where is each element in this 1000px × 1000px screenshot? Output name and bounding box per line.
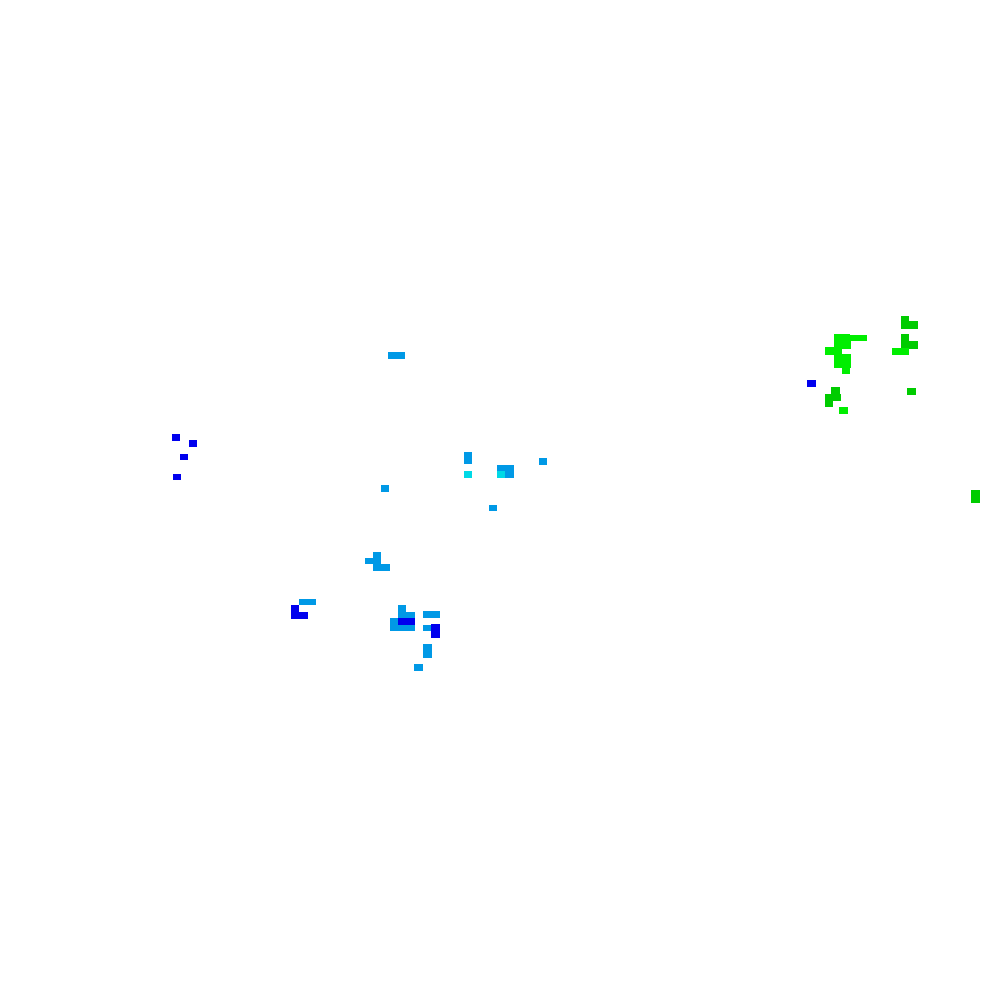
pixel-block [901, 341, 918, 349]
pixel-block [299, 612, 308, 619]
pixel-block [497, 471, 505, 478]
pixel-block [398, 612, 415, 619]
pixel-block [907, 388, 916, 395]
pixel-block [825, 400, 833, 407]
pixel-marks [172, 316, 980, 671]
pixel-block [381, 485, 389, 492]
pixel-block [842, 367, 850, 374]
pixel-block [834, 354, 851, 361]
pixel-block [414, 664, 423, 671]
pixel-block [497, 465, 514, 471]
pixel-block [365, 558, 381, 564]
pixel-block [539, 458, 547, 465]
pixel-block [839, 407, 848, 414]
pixel-block [398, 605, 406, 612]
pixel-block [423, 625, 431, 631]
pixel-block [291, 605, 299, 619]
pixel-block [299, 599, 316, 605]
pixel-block [489, 505, 497, 511]
pixel-block [398, 625, 415, 631]
pixel-block [831, 387, 840, 395]
pixel-block [464, 471, 472, 478]
pixel-block [807, 380, 816, 387]
pixel-block [189, 440, 197, 447]
pixel-block [423, 611, 440, 618]
pixel-block [834, 341, 851, 349]
pixel-block [505, 471, 514, 478]
pixel-block [850, 335, 867, 341]
pixel-block [180, 454, 188, 460]
pixel-block [971, 490, 980, 503]
pixel-block [373, 552, 381, 560]
pixel-block [464, 452, 472, 464]
pixel-block [423, 644, 432, 658]
pixel-block [431, 624, 440, 638]
pixel-block [834, 334, 850, 342]
pixel-block [173, 474, 181, 480]
pixel-block [901, 316, 909, 324]
pixel-block [901, 321, 918, 329]
pixel-block [373, 564, 390, 571]
pixel-block [388, 352, 405, 359]
pixel-block [825, 347, 842, 355]
pixel-block [825, 394, 841, 401]
pixel-block [834, 361, 851, 368]
pixel-block [398, 618, 415, 625]
pixel-block [390, 618, 398, 631]
pixel-block [892, 348, 909, 355]
pixel-block [172, 434, 180, 441]
